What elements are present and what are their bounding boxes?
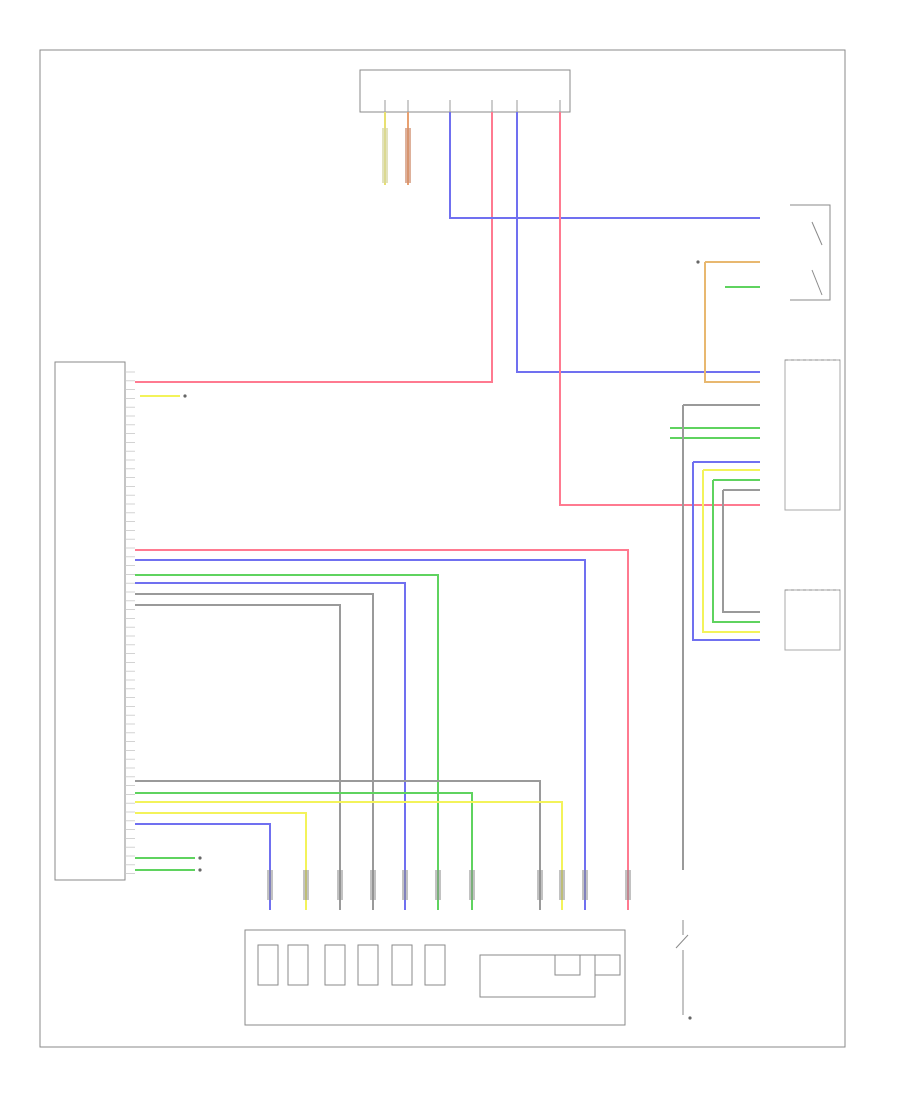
position-sensor [784,589,841,651]
wire-connector [370,870,376,900]
wire [135,823,271,910]
wire [135,112,493,383]
wire [135,780,541,910]
wire-connector [582,870,588,900]
wire [702,469,760,633]
wire-connector [267,870,273,900]
diagram-frame [39,49,846,1048]
transmission-range-switch [696,204,831,301]
wire-connector [559,870,565,900]
top-fuse-connector [382,112,411,185]
wire-connector [435,870,441,900]
wire [135,812,307,910]
wire [682,404,760,870]
tcm-pin-rows [125,371,135,874]
wires [135,112,760,910]
selector-module [784,359,841,511]
wire-connector [469,870,475,900]
wire [704,262,760,383]
top-control-module [359,69,571,113]
tcm-connector-block [54,361,202,881]
wire-connector [303,870,309,900]
wire [135,593,374,910]
wire-connector [402,870,408,900]
wire [692,461,760,641]
wire [135,559,586,910]
wire [135,549,629,910]
wire [516,112,760,373]
wire [135,801,563,910]
wire [712,479,760,623]
wire-connector [337,870,343,900]
solenoid-valve-body [244,929,626,1026]
wire-connector [537,870,543,900]
wire [135,604,341,910]
ground-switch [675,920,692,1020]
wire [722,489,760,613]
wire-connector [625,870,631,900]
wire [449,112,760,219]
wire [559,112,760,506]
wire [135,574,439,910]
